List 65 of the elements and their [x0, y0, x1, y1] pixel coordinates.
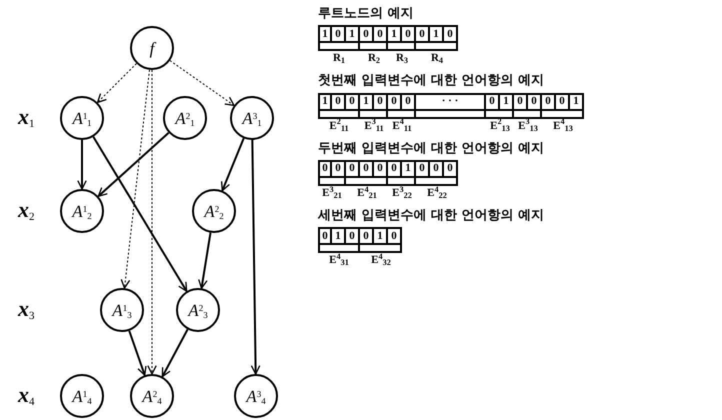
- heading: 첫번째 입력변수에 대한 언어항의 예지: [318, 73, 544, 90]
- bit-cell: 0: [444, 160, 458, 178]
- segment-label: R$_{2}$: [368, 51, 380, 68]
- bit-cell: 1: [318, 25, 332, 44]
- bit-cell: 0: [318, 160, 332, 178]
- bit-cell: 0: [556, 92, 570, 110]
- arrow: [250, 140, 260, 375]
- level-label: x$_{4}$: [18, 384, 34, 406]
- bit-cell: 0: [360, 25, 374, 44]
- bit-cell: 0: [332, 92, 346, 110]
- bit-cell: 0: [346, 227, 360, 245]
- bit-cell: 0: [360, 160, 374, 178]
- bit-cell: 0: [332, 25, 346, 44]
- bit-cell: 1: [374, 227, 388, 245]
- bit-cell: 0: [430, 160, 444, 178]
- bit-cell: 0: [318, 227, 332, 245]
- dotted-arrow: [170, 60, 235, 106]
- bit-cell: 0: [402, 92, 416, 110]
- bit-cell: 1: [500, 92, 514, 110]
- bit-cell: 1: [318, 92, 332, 110]
- bit-cell: 0: [514, 92, 528, 110]
- bit-cell: 1: [346, 25, 360, 44]
- arrow: [77, 140, 87, 190]
- bit-cell: 0: [416, 25, 430, 44]
- heading: 두번째 입력변수에 대한 언어항의 예지: [318, 140, 544, 157]
- bit-cell: 1: [402, 160, 416, 178]
- bit-cell: 0: [444, 25, 458, 44]
- dotted-arrow: [147, 70, 157, 375]
- dotted-arrow: [96, 63, 137, 104]
- bit-cell: 0: [374, 92, 388, 110]
- arrow: [92, 136, 188, 292]
- bit-cell: 0: [332, 160, 346, 178]
- heading: 루트노드의 예지: [318, 6, 414, 22]
- bit-cell: 1: [360, 92, 374, 110]
- bit-cell: 0: [346, 160, 360, 178]
- bit-cell: 1: [388, 25, 402, 44]
- segment-label: R$_{3}$: [396, 51, 408, 68]
- node-label: f: [150, 40, 154, 56]
- dotted-arrow: [120, 69, 150, 289]
- arrow: [198, 232, 212, 289]
- bit-cell: 0: [374, 25, 388, 44]
- segment-label: R$_{1}$: [332, 51, 346, 68]
- level-label: x$_{3}$: [18, 298, 34, 320]
- arrow: [128, 330, 147, 376]
- level-label: x$_{2}$: [18, 199, 34, 221]
- heading: 세번째 입력변수에 대한 언어항의 예지: [318, 208, 544, 224]
- bit-cell: 0: [388, 227, 402, 245]
- bit-cell: 0: [346, 92, 360, 110]
- bit-cell: · · ·: [416, 92, 486, 110]
- arrow: [220, 138, 245, 192]
- bit-cell: 1: [570, 92, 584, 110]
- segment-label: R$_{4}$: [430, 51, 444, 68]
- bit-cell: 0: [486, 92, 500, 110]
- bit-cell: 0: [388, 92, 402, 110]
- arrow: [98, 132, 170, 197]
- level-label: x$_{1}$: [18, 106, 34, 128]
- bit-cell: 0: [528, 92, 542, 110]
- bit-cell: 0: [542, 92, 556, 110]
- bit-cell: 0: [402, 25, 416, 44]
- bit-cell: 1: [332, 227, 346, 245]
- bit-cell: 1: [430, 25, 444, 44]
- bit-cell: 0: [388, 160, 402, 178]
- bit-cell: 0: [374, 160, 388, 178]
- bit-cell: 0: [360, 227, 374, 245]
- bit-cell: 0: [416, 160, 430, 178]
